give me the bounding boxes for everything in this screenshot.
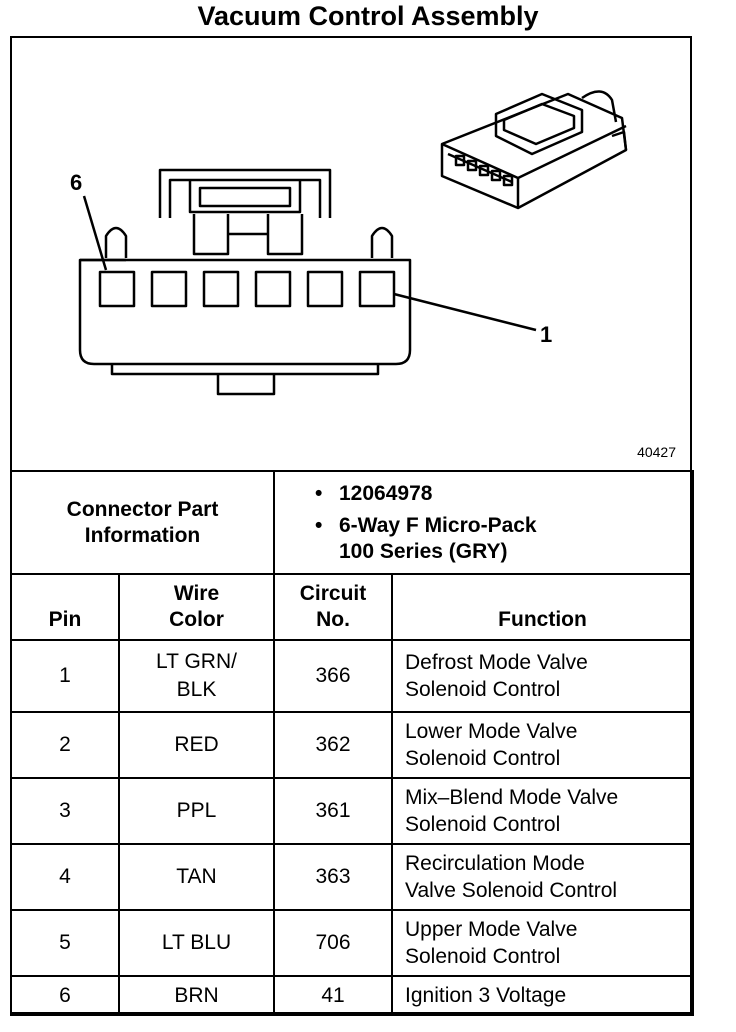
circuit-cell: 706 bbox=[273, 909, 393, 977]
part-number: • 12064978 bbox=[315, 481, 433, 505]
connector-drawing-icon bbox=[78, 90, 628, 396]
connector-info-row: Connector Part Information • 12064978 • … bbox=[10, 470, 694, 575]
bullet-icon: • bbox=[315, 513, 323, 537]
header-wire-color: Wire Color bbox=[118, 573, 275, 641]
wire-color-cell: TAN bbox=[118, 843, 275, 911]
figure-number: 40427 bbox=[637, 444, 676, 460]
page-title: Vacuum Control Assembly bbox=[197, 1, 539, 31]
pin-cell: 3 bbox=[10, 777, 120, 845]
pin-cell: 2 bbox=[10, 711, 120, 779]
circuit-cell: 41 bbox=[273, 975, 393, 1016]
table-header-row: Pin Wire Color Circuit No. Function bbox=[10, 573, 694, 641]
callout-pin-6: 6 bbox=[70, 170, 83, 195]
connector-info-values: • 12064978 • 6-Way F Micro-Pack 100 Seri… bbox=[273, 470, 694, 575]
connector-description: • 6-Way F Micro-Pack 100 Series (GRY) bbox=[315, 513, 537, 563]
pin-cell: 5 bbox=[10, 909, 120, 977]
header-function: Function bbox=[391, 573, 694, 641]
wire-color-cell: RED bbox=[118, 711, 275, 779]
function-cell: Ignition 3 Voltage bbox=[391, 975, 694, 1016]
circuit-cell: 366 bbox=[273, 639, 393, 713]
connector-table: Connector Part Information • 12064978 • … bbox=[10, 470, 694, 1016]
callout-pin-1: 1 bbox=[540, 322, 553, 347]
pin-cell: 6 bbox=[10, 975, 120, 1016]
pin-cell: 4 bbox=[10, 843, 120, 911]
bullet-icon: • bbox=[315, 481, 323, 505]
circuit-cell: 361 bbox=[273, 777, 393, 845]
header-pin: Pin bbox=[10, 573, 120, 641]
circuit-cell: 362 bbox=[273, 711, 393, 779]
header-circuit: Circuit No. bbox=[273, 573, 393, 641]
wire-color-cell: LT GRN/BLK bbox=[118, 639, 275, 713]
wire-color-cell: BRN bbox=[118, 975, 275, 1016]
pin-cell: 1 bbox=[10, 639, 120, 713]
table-row: 6 BRN 41 Ignition 3 Voltage bbox=[10, 975, 694, 1016]
connector-figure: 6 1 40427 bbox=[12, 38, 690, 470]
circuit-cell: 363 bbox=[273, 843, 393, 911]
connector-info-label: Connector Part Information bbox=[10, 470, 275, 575]
wire-color-cell: PPL bbox=[118, 777, 275, 845]
wire-color-cell: LT BLU bbox=[118, 909, 275, 977]
